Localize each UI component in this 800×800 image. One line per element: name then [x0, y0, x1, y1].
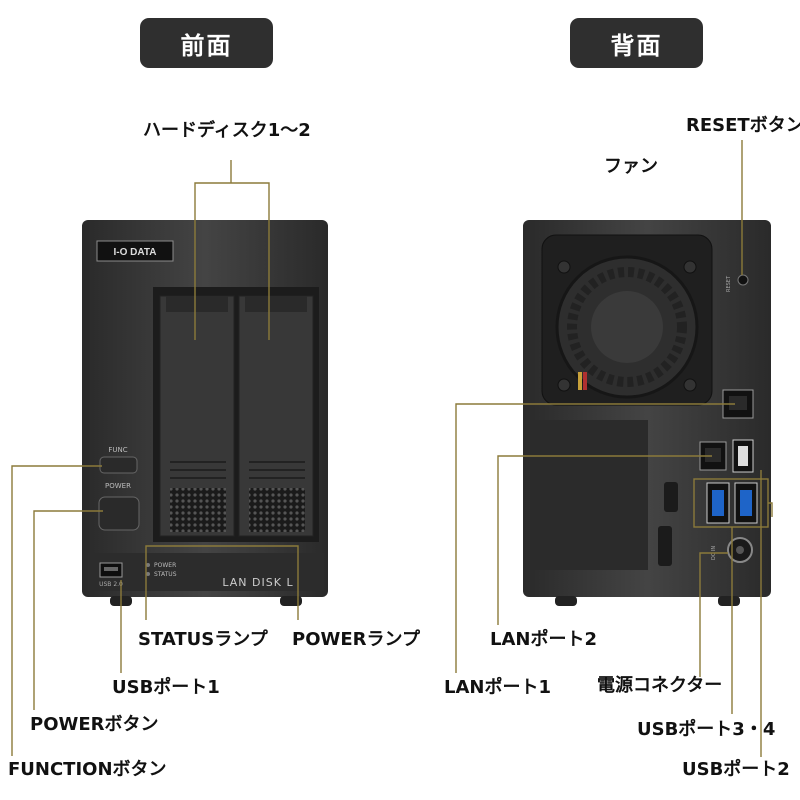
power-button[interactable]: [98, 496, 140, 531]
fan: [541, 234, 713, 406]
svg-text:POWER: POWER: [154, 562, 176, 569]
leader-lamps: [145, 545, 299, 620]
model-name: LAN DISK L: [222, 576, 293, 589]
hdd-tray-2[interactable]: [238, 295, 314, 537]
power-lamp: [146, 563, 150, 567]
callout-lan1: LANポート1: [444, 677, 551, 698]
callout-lan2: LANポート2: [490, 629, 597, 650]
usb-port-3-4[interactable]: [706, 482, 758, 524]
callout-usb34: USBポート3・4: [637, 719, 776, 740]
callout-hdd: ハードディスク1～2: [143, 120, 311, 141]
leader-power-connector: [699, 552, 728, 677]
leader-lines: [11, 140, 773, 757]
callout-reset: RESETボタン: [686, 115, 800, 136]
leader-usb34-tick: [768, 502, 773, 517]
callout-usb2: USBポート2: [682, 759, 790, 780]
hdd-tray-1[interactable]: [159, 295, 235, 537]
svg-text:USB 2.0: USB 2.0: [99, 581, 123, 588]
power-label: POWER: [105, 482, 131, 490]
leader-function-button: [11, 465, 102, 756]
back-foot-left: [555, 596, 577, 606]
front-foot-right: [280, 596, 302, 606]
reset-button[interactable]: [737, 274, 749, 286]
function-button[interactable]: [99, 456, 138, 474]
callout-function-button: FUNCTIONボタン: [8, 759, 167, 780]
leader-lan2: [497, 455, 712, 625]
back-side-panel: [530, 420, 648, 570]
func-label: FUNC: [108, 446, 127, 454]
callout-power-connector: 電源コネクター: [597, 675, 723, 696]
back-section-badge: 背面: [570, 18, 703, 68]
callout-status-lamp: STATUSランプ: [138, 629, 268, 650]
back-device: RESET DC IN: [523, 220, 771, 606]
svg-text:STATUS: STATUS: [154, 571, 177, 578]
front-device: I-O DATA FUNC POWER: [82, 220, 328, 606]
leader-lan1: [455, 403, 735, 673]
callout-fan: ファン: [604, 156, 658, 177]
leader-hdd-bracket: [194, 182, 270, 340]
side-latch-2: [658, 526, 672, 566]
callout-usb1: USBポート1: [112, 677, 220, 698]
leader-power-button: [33, 510, 103, 710]
brand-logo: I-O DATA: [96, 240, 174, 262]
back-foot-right: [718, 596, 740, 606]
svg-text:I-O DATA: I-O DATA: [114, 247, 157, 258]
callout-power-button: POWERボタン: [30, 714, 159, 735]
callout-power-lamp: POWERランプ: [292, 629, 420, 650]
front-lower-panel: [88, 553, 324, 591]
side-latch-1: [664, 482, 678, 512]
status-lamp: [146, 572, 150, 576]
front-section-badge: 前面: [140, 18, 273, 68]
svg-text:RESET: RESET: [726, 275, 732, 292]
